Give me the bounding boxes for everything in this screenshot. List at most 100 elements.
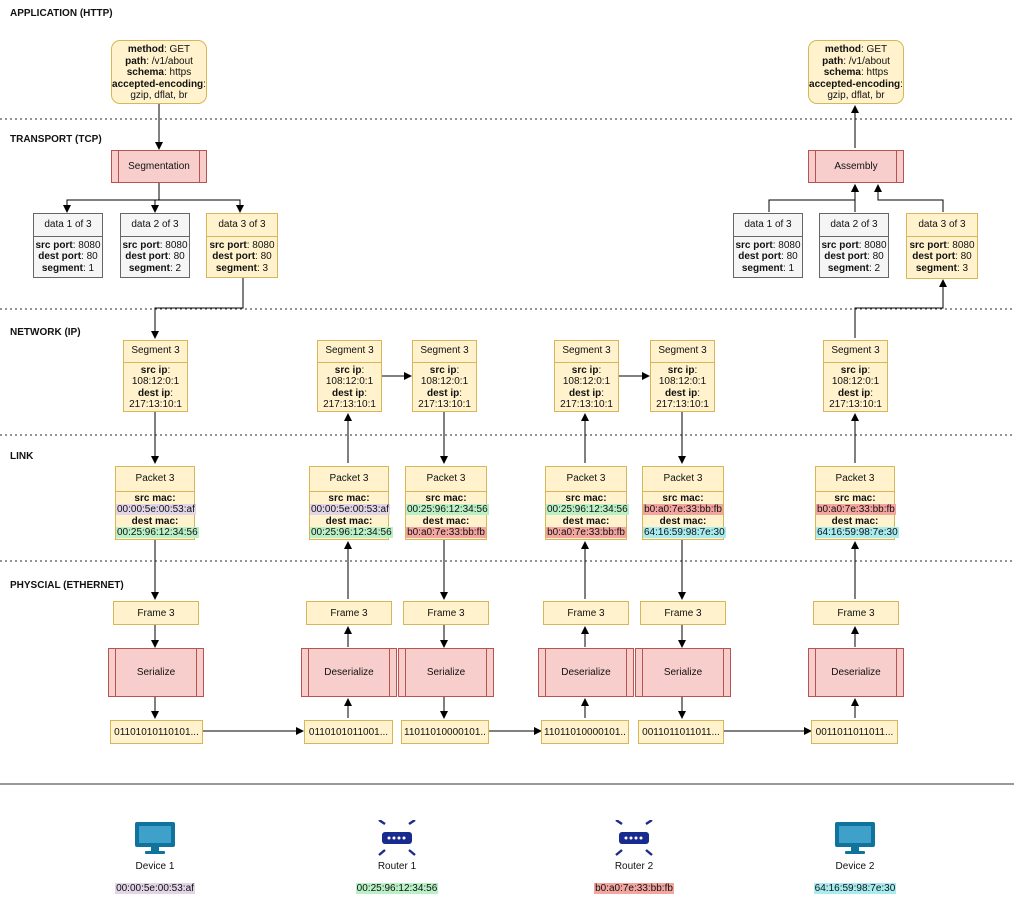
packet-router2-in[interactable]: Packet 3 src mac: 00:25:96:12:34:56 dest… xyxy=(545,466,629,540)
ip-segment-device1[interactable]: Segment 3 src ip: 108:12:0:1 dest ip: 21… xyxy=(123,340,188,412)
src-mac-key: src mac: xyxy=(425,492,467,504)
frame-router2-in[interactable]: Frame 3 xyxy=(543,601,629,625)
deserialize-router2[interactable]: Deserialize xyxy=(538,648,634,697)
device-1[interactable]: Device 1 xyxy=(110,820,200,872)
src-port-key: src port xyxy=(122,239,160,251)
src-port-value: : 8080 xyxy=(946,239,975,251)
bitstream-4[interactable]: 11011010000101.. xyxy=(541,720,629,744)
http-request-right[interactable]: method: GET path: /v1/about schema: http… xyxy=(808,40,904,104)
bitstream-5[interactable]: 0011011011011... xyxy=(638,720,724,744)
dest-mac-value: 64:16:59:98:7e:30 xyxy=(643,527,726,538)
src-port-value: : 8080 xyxy=(159,239,188,251)
segment-value: : 2 xyxy=(170,262,182,274)
http-path-value: : /v1/about xyxy=(843,55,890,67)
dest-port-value: : 80 xyxy=(867,251,884,262)
dest-ip-key: dest ip xyxy=(137,387,171,399)
chunk-title: data 2 of 3 xyxy=(121,214,189,237)
ip-segment-router2-out[interactable]: Segment 3 src ip: 108:12:0:1 dest ip: 21… xyxy=(650,340,715,412)
src-mac-value: b0:a0:7e:33:bb:fb xyxy=(643,504,723,515)
ip-segment-device2[interactable]: Segment 3 src ip: 108:12:0:1 dest ip: 21… xyxy=(823,340,888,412)
http-request-left[interactable]: method: GET path: /v1/about schema: http… xyxy=(111,40,207,104)
tcp-chunk-3-right[interactable]: data 3 of 3 src port: 8080 dest port: 80… xyxy=(906,213,978,279)
layer-label-application: APPLICATION (HTTP) xyxy=(10,8,113,19)
segment-key: segment xyxy=(915,262,957,274)
dest-ip-key: dest ip xyxy=(331,387,365,399)
dest-mac-key: dest mac: xyxy=(562,515,610,527)
packet-router1-in[interactable]: Packet 3 src mac: 00:00:5e:00:53:af dest… xyxy=(309,466,393,540)
bitstream-label: 0011011011011... xyxy=(815,726,894,738)
packet-device2[interactable]: Packet 3 src mac: b0:a0:7e:33:bb:fb dest… xyxy=(815,466,899,540)
ip-segment-router1-in[interactable]: Segment 3 src ip: 108:12:0:1 dest ip: 21… xyxy=(317,340,382,412)
segment-key: segment xyxy=(128,262,170,274)
src-mac-value: b0:a0:7e:33:bb:fb xyxy=(816,504,896,515)
http-schema-value: : https xyxy=(861,67,889,78)
device-2[interactable]: Device 2 xyxy=(810,820,900,872)
segmentation-process[interactable]: Segmentation xyxy=(111,150,207,183)
mac-address: 00:00:5e:00:53:af xyxy=(115,883,195,894)
src-port-value: : 8080 xyxy=(858,239,887,251)
router-2[interactable]: Router 2 xyxy=(589,819,679,872)
ip-segment-router1-out[interactable]: Segment 3 src ip: 108:12:0:1 dest ip: 21… xyxy=(412,340,477,412)
chunk-title: data 1 of 3 xyxy=(34,214,102,237)
http-method-value: : GET xyxy=(163,44,191,55)
device-label: Device 1 xyxy=(135,861,175,872)
bitstream-1[interactable]: 01101010110101... xyxy=(110,720,203,744)
tcp-chunk-2-right[interactable]: data 2 of 3 src port: 8080 dest port: 80… xyxy=(819,213,889,278)
serialize-router2[interactable]: Serialize xyxy=(635,648,731,697)
segmentation-label: Segmentation xyxy=(128,161,190,172)
bitstream-6[interactable]: 0011011011011... xyxy=(811,720,898,744)
serialize-router1[interactable]: Serialize xyxy=(398,648,494,697)
frame-label: Frame 3 xyxy=(664,607,702,619)
tcp-chunk-2-left[interactable]: data 2 of 3 src port: 8080 dest port: 80… xyxy=(120,213,190,278)
tcp-chunk-3-left[interactable]: data 3 of 3 src port: 8080 dest port: 80… xyxy=(206,213,278,278)
colon: : xyxy=(867,364,871,376)
http-encoding-values: gzip, dflat, br xyxy=(827,90,885,101)
router-1[interactable]: Router 1 xyxy=(352,819,442,872)
assembly-process[interactable]: Assembly xyxy=(808,150,904,183)
segment-value: : 3 xyxy=(257,262,269,274)
serialize-device1[interactable]: Serialize xyxy=(108,648,204,697)
frame-device1[interactable]: Frame 3 xyxy=(113,601,199,625)
dest-port-key: dest port xyxy=(212,251,256,262)
src-ip-value: 108:12:0:1 xyxy=(562,376,611,387)
bitstream-label: 0110101011001... xyxy=(308,726,389,738)
tcp-chunk-1-right[interactable]: data 1 of 3 src port: 8080 dest port: 80… xyxy=(733,213,803,278)
packet-title: Packet 3 xyxy=(643,467,723,492)
frame-label: Frame 3 xyxy=(427,607,465,619)
frame-device2[interactable]: Frame 3 xyxy=(813,601,899,625)
tcp-chunk-1-left[interactable]: data 1 of 3 src port: 8080 dest port: 80… xyxy=(33,213,103,278)
http-method-key: method xyxy=(824,44,861,55)
frame-router1-out[interactable]: Frame 3 xyxy=(403,601,489,625)
colon: : xyxy=(456,364,460,376)
http-encoding-colon: : xyxy=(203,78,206,90)
segment-title: Segment 3 xyxy=(413,341,476,363)
bitstream-3[interactable]: 11011010000101.. xyxy=(401,720,489,744)
chunk-title: data 3 of 3 xyxy=(907,214,977,237)
deserialize-router1[interactable]: Deserialize xyxy=(301,648,397,697)
segment-title: Segment 3 xyxy=(318,341,381,363)
bitstream-label: 11011010000101.. xyxy=(544,726,626,738)
frame-router1-in[interactable]: Frame 3 xyxy=(306,601,392,625)
http-encoding-key: accepted-encoding xyxy=(112,78,204,90)
deserialize-device2[interactable]: Deserialize xyxy=(808,648,904,697)
ip-segment-router2-in[interactable]: Segment 3 src ip: 108:12:0:1 dest ip: 21… xyxy=(554,340,619,412)
colon: : xyxy=(459,387,462,399)
deserialize-label: Deserialize xyxy=(324,667,374,678)
router-icon xyxy=(615,819,653,856)
dest-port-key: dest port xyxy=(912,251,956,262)
packet-router2-out[interactable]: Packet 3 src mac: b0:a0:7e:33:bb:fb dest… xyxy=(642,466,726,540)
bitstream-2[interactable]: 0110101011001... xyxy=(304,720,393,744)
packet-router1-out[interactable]: Packet 3 src mac: 00:25:96:12:34:56 dest… xyxy=(405,466,489,540)
src-ip-value: 108:12:0:1 xyxy=(831,376,880,387)
src-mac-key: src mac: xyxy=(662,492,704,504)
chunk-title: data 2 of 3 xyxy=(820,214,888,237)
dest-ip-key: dest ip xyxy=(837,387,871,399)
router-1-mac: 00:25:96:12:34:56 xyxy=(352,883,442,894)
dest-mac-key: dest mac: xyxy=(422,515,470,527)
dest-ip-key: dest ip xyxy=(426,387,460,399)
bitstream-label: 11011010000101.. xyxy=(404,726,486,738)
packet-device1[interactable]: Packet 3 src mac: 00:00:5e:00:53:af dest… xyxy=(115,466,199,540)
frame-router2-out[interactable]: Frame 3 xyxy=(640,601,726,625)
frame-label: Frame 3 xyxy=(837,607,875,619)
src-mac-key: src mac: xyxy=(328,492,370,504)
